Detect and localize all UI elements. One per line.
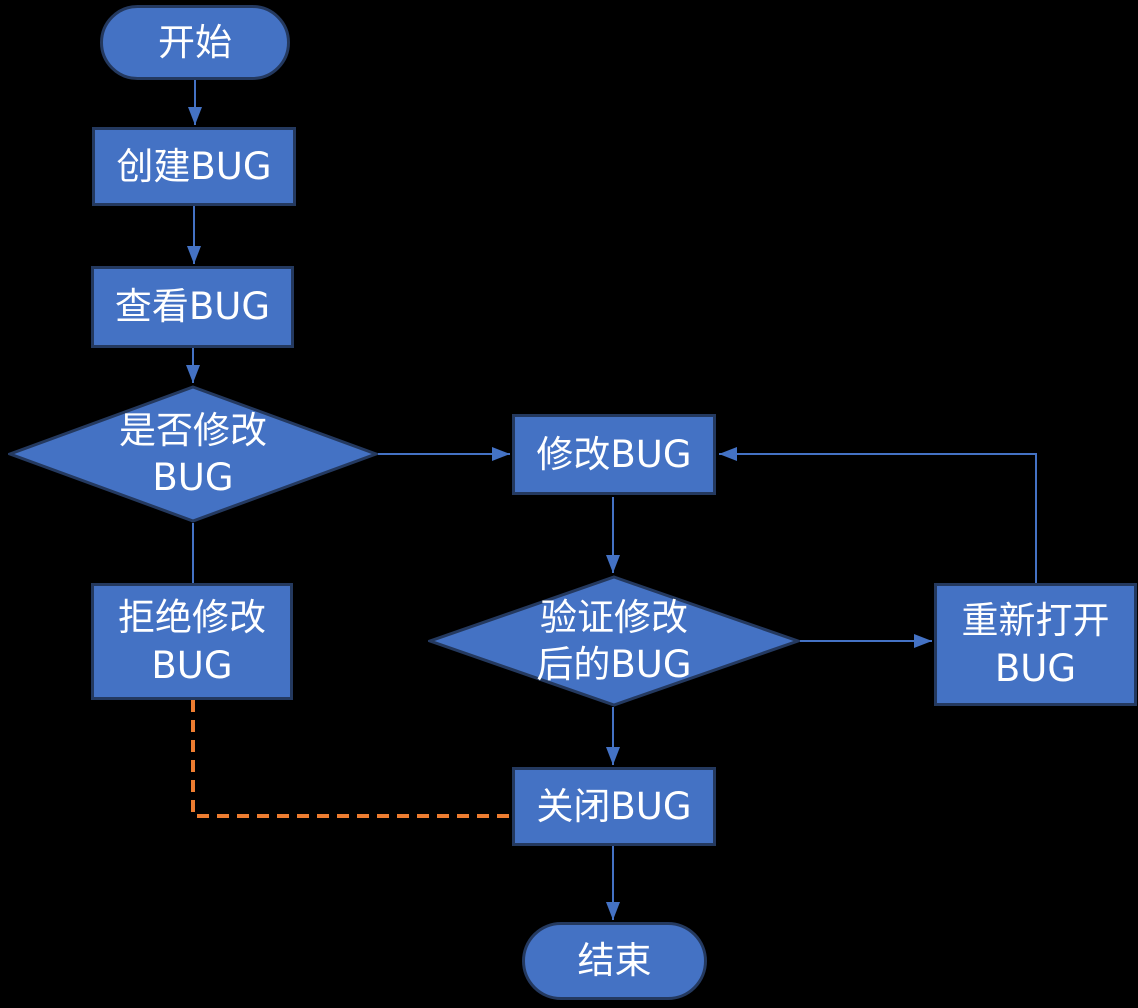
- node-view-bug[interactable]: 查看BUG: [91, 266, 294, 348]
- node-create-bug[interactable]: 创建BUG: [92, 127, 296, 206]
- edge-reopen-modify: [719, 447, 1037, 583]
- node-create-bug-label: 创建BUG: [116, 144, 272, 188]
- node-decision-verify-bug-label: 验证修改 后的BUG: [536, 595, 692, 686]
- node-decision-modify-bug[interactable]: 是否修改 BUG: [8, 385, 378, 523]
- node-start[interactable]: 开始: [100, 5, 290, 80]
- node-end[interactable]: 结束: [522, 922, 707, 1000]
- node-close-bug[interactable]: 关闭BUG: [512, 767, 716, 846]
- node-start-label: 开始: [158, 20, 232, 64]
- diamond-shape: [428, 575, 800, 707]
- node-modify-bug[interactable]: 修改BUG: [512, 414, 716, 495]
- diamond-shape: [8, 385, 378, 523]
- node-modify-bug-label: 修改BUG: [536, 432, 692, 476]
- node-reject-modify-bug[interactable]: 拒绝修改 BUG: [91, 583, 293, 700]
- node-reject-modify-bug-label: 拒绝修改 BUG: [118, 596, 266, 687]
- node-close-bug-label: 关闭BUG: [536, 784, 692, 828]
- node-end-label: 结束: [577, 939, 652, 983]
- node-decision-modify-bug-label: 是否修改 BUG: [119, 408, 267, 499]
- node-view-bug-label: 查看BUG: [114, 285, 271, 329]
- node-reopen-bug-label: 重新打开 BUG: [961, 599, 1110, 690]
- node-reopen-bug[interactable]: 重新打开 BUG: [934, 583, 1137, 706]
- node-decision-verify-bug[interactable]: 验证修改 后的BUG: [428, 575, 800, 707]
- edge-reject-close-dashed: [191, 700, 510, 818]
